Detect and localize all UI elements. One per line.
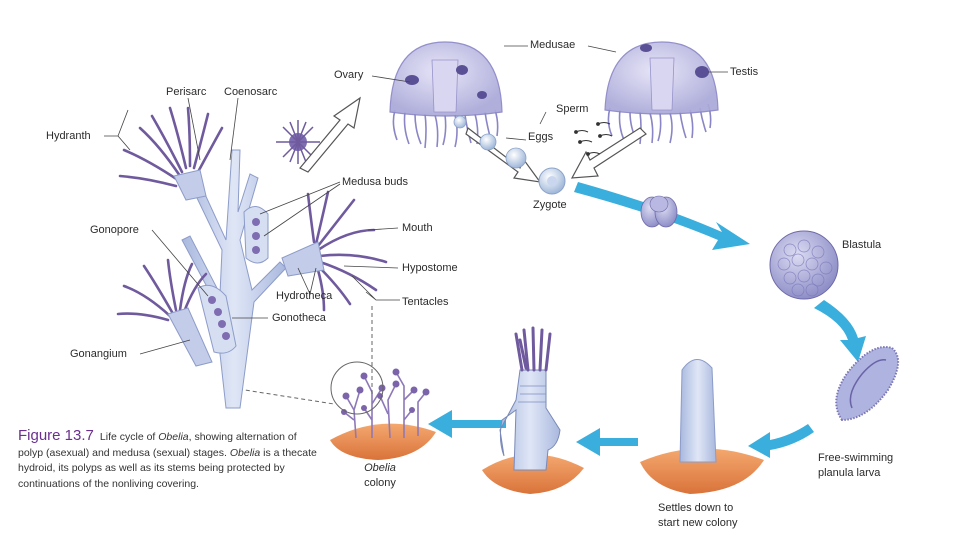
young-polyp <box>482 326 584 494</box>
label-tentacles: Tentacles <box>402 296 449 308</box>
caption-obelia-2: Obelia <box>229 446 261 459</box>
label-obelia-colony-line2: colony <box>364 477 396 489</box>
arrow-settled-to-young-polyp <box>576 428 638 456</box>
label-eggs: Eggs <box>528 131 554 143</box>
label-settles-line2: start new colony <box>658 517 738 529</box>
leader-lines <box>104 45 728 355</box>
label-planula-line2: planula larva <box>818 467 881 479</box>
label-mouth: Mouth <box>402 222 433 234</box>
label-sperm: Sperm <box>556 103 589 115</box>
medusa-female <box>389 41 503 149</box>
label-gonotheca: Gonotheca <box>272 312 326 324</box>
label-medusae: Medusae <box>530 39 576 51</box>
figure-number: Figure 13.7 <box>18 427 94 444</box>
cleavage-embryo <box>640 195 678 228</box>
label-gonangium: Gonangium <box>70 348 127 360</box>
caption-part3: is a thecate hydroid, its polyps as well… <box>18 446 317 490</box>
obelia-colony <box>330 361 436 460</box>
label-ovary: Ovary <box>334 69 364 81</box>
label-planula-line1: Free-swimming <box>818 452 894 464</box>
caption-part1: Life cycle of <box>99 431 159 443</box>
label-medusa-buds: Medusa buds <box>342 176 409 188</box>
arrow-young-polyp-to-colony <box>428 410 506 438</box>
label-hydranth: Hydranth <box>46 130 91 142</box>
gametes <box>453 115 613 195</box>
arrow-blastula-to-planula <box>814 300 866 362</box>
medusa-male <box>604 41 719 145</box>
label-perisarc: Perisarc <box>166 86 207 98</box>
planula-larva <box>835 346 899 422</box>
arrow-planula-to-settled <box>748 424 814 458</box>
label-zygote: Zygote <box>533 199 567 211</box>
caption-obelia-1: Obelia <box>158 431 189 443</box>
label-gonopore: Gonopore <box>90 224 139 236</box>
label-coenosarc: Coenosarc <box>224 86 278 98</box>
figure-caption: Figure 13.7 Life cycle of Obelia, showing… <box>18 428 318 492</box>
label-settles-line1: Settles down to <box>658 502 734 514</box>
label-hypostome: Hypostome <box>402 262 458 274</box>
blastula <box>769 230 839 300</box>
label-obelia-colony-line1: Obelia <box>364 462 396 474</box>
label-hydrotheca: Hydrotheca <box>276 290 333 302</box>
label-testis: Testis <box>730 66 759 78</box>
caption-part2: , showing alternation of polyp (asexual)… <box>18 431 297 459</box>
zoom-lines <box>231 306 373 405</box>
label-blastula: Blastula <box>842 239 882 251</box>
polyp-colony <box>116 96 388 409</box>
settled-larva <box>640 359 764 494</box>
